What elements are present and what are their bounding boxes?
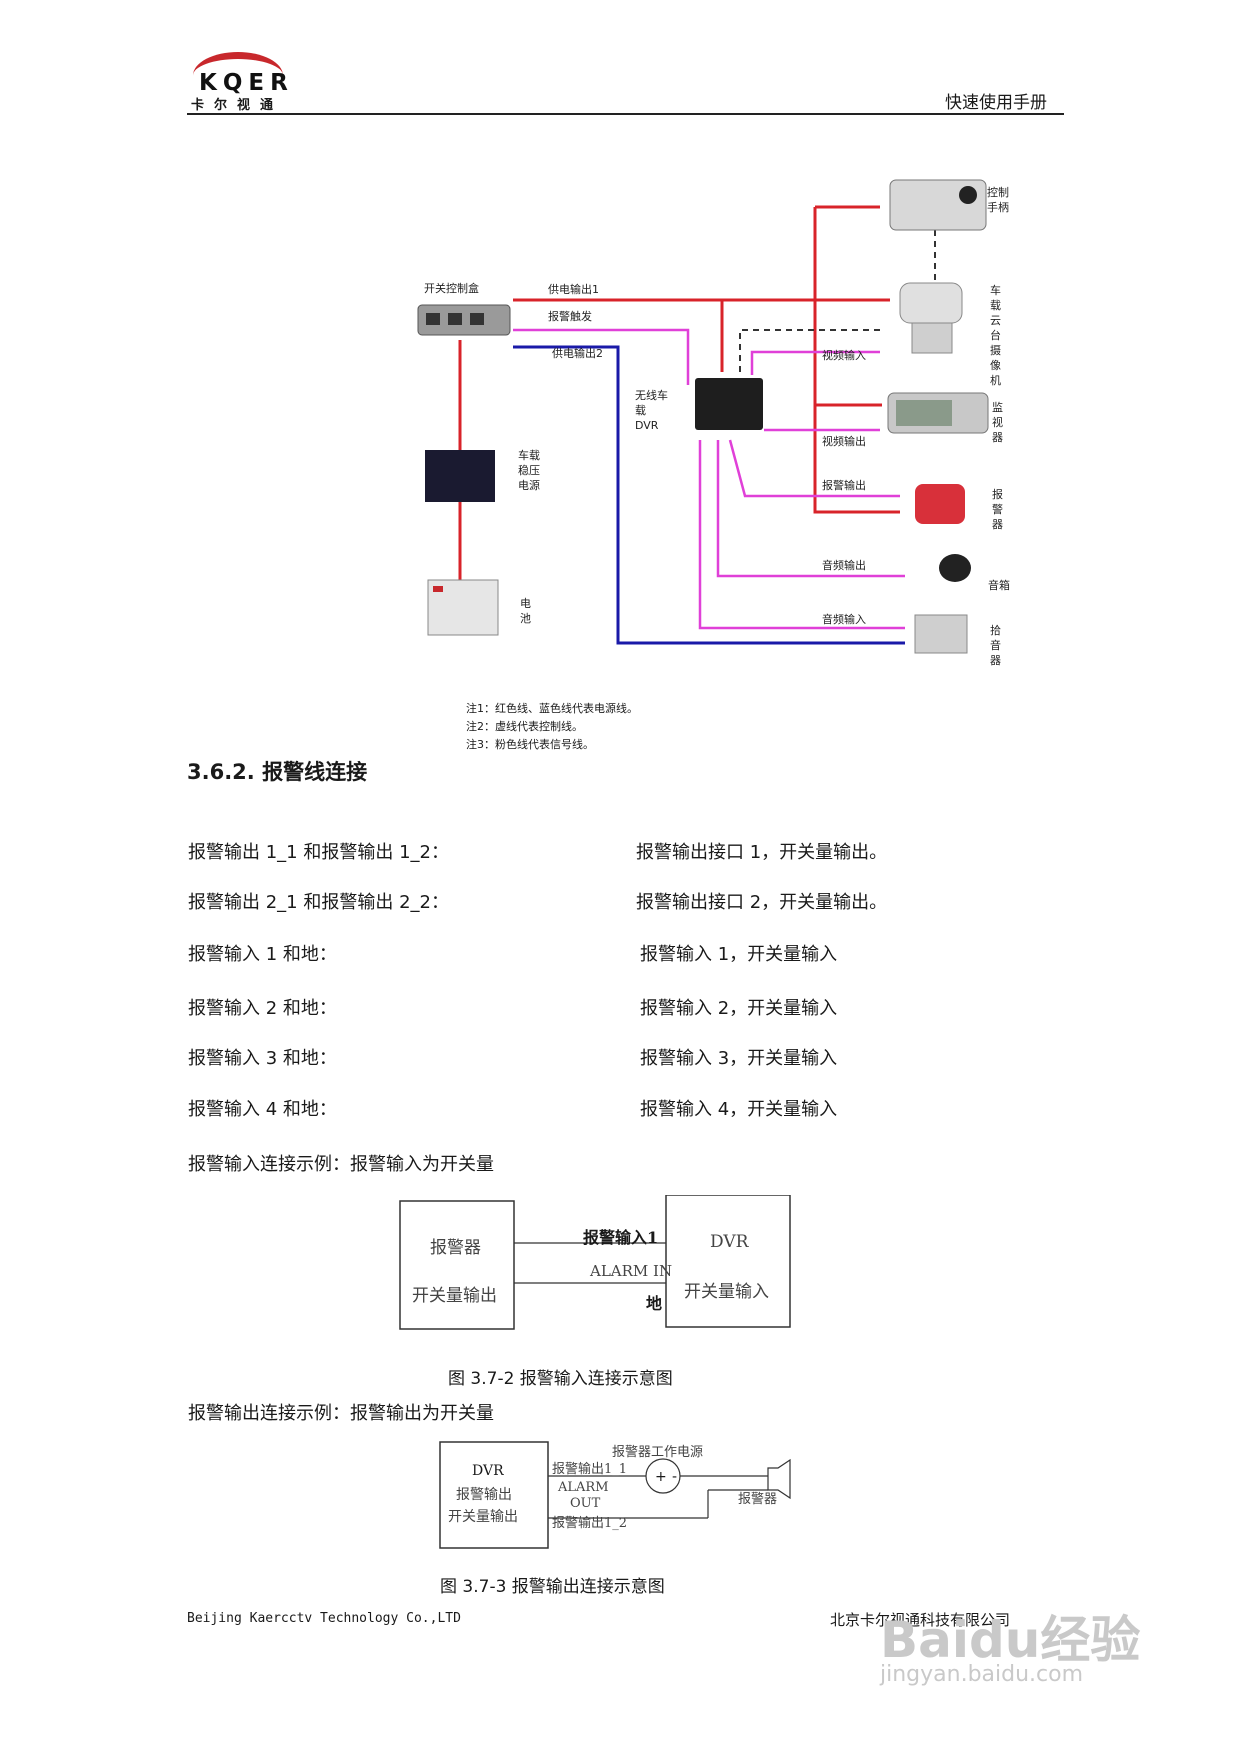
- fig3-out-2: 报警输出1_2: [552, 1516, 628, 1531]
- control-lines: [739, 230, 936, 372]
- note-2: 注2：虚线代表控制线。: [466, 720, 583, 733]
- label-alarm-device: 报警器: [992, 488, 1003, 531]
- watermark-brand: Baidu经验: [880, 1611, 1141, 1669]
- fig3-out-1: 报警输出1_1: [552, 1462, 628, 1477]
- label-video-in: 视频输入: [822, 349, 866, 362]
- fig3-plus-sign: +: [655, 1469, 667, 1485]
- ptz-camera-shape: [899, 282, 963, 324]
- wiring-diagram: [417, 179, 989, 654]
- fig3-out: OUT: [570, 1496, 601, 1511]
- label-battery: 电池: [520, 597, 531, 625]
- fig2-wire-top: 报警输入1: [583, 1228, 659, 1247]
- row-desc-3: 报警输入 1，开关量输入: [640, 944, 838, 965]
- label-control-handle: 控制手柄: [987, 186, 1009, 214]
- label-power-out-2: 供电输出2: [552, 347, 603, 360]
- fig3-power-label: 报警器工作电源: [612, 1445, 704, 1460]
- label-audio-in: 音频输入: [822, 613, 866, 626]
- label-alarm-out: 报警输出: [822, 479, 866, 492]
- label-pickup: 拾音器: [990, 624, 1001, 667]
- fig3-box-line1: DVR: [472, 1463, 504, 1479]
- fig2-caption: 图 3.7-2 报警输入连接示意图: [448, 1369, 673, 1389]
- blue-power-line: [513, 345, 905, 645]
- note-1: 注1：红色线、蓝色线代表电源线。: [466, 702, 638, 715]
- label-speaker: 音箱: [988, 579, 1010, 592]
- speaker-shape: [939, 554, 971, 582]
- regulator-shape: [425, 450, 495, 502]
- label-switch-box: 开关控制盒: [424, 282, 479, 295]
- row-desc-1: 报警输出接口 1，开关量输出。: [636, 842, 888, 863]
- label-audio-out: 音频输出: [822, 559, 866, 572]
- header-divider: [187, 113, 1064, 115]
- fig3-caption: 图 3.7-3 报警输出连接示意图: [440, 1577, 665, 1597]
- section-heading: 3.6.2. 报警线连接: [187, 760, 368, 784]
- manual-title: 快速使用手册: [945, 93, 1047, 113]
- row-desc-2: 报警输出接口 2，开关量输出。: [636, 892, 888, 913]
- label-alarm-trigger: 报警触发: [548, 310, 592, 323]
- fig2-right-title: DVR: [710, 1232, 749, 1252]
- label-ptz-camera: 车载云台摄像机: [990, 284, 1001, 387]
- diagram-notes: 注1：红色线、蓝色线代表电源线。 注2：虚线代表控制线。 注3：粉色线代表信号线…: [466, 700, 638, 754]
- logo-chinese-name: 卡尔视通: [191, 98, 284, 113]
- fig3-box-line3: 开关量输出: [448, 1509, 518, 1525]
- footer-company-en: Beijing Kaercctv Technology Co.,LTD: [187, 1611, 461, 1626]
- input-example-text: 报警输入连接示例：报警输入为开关量: [188, 1154, 494, 1175]
- fig2-right-sub: 开关量输入: [684, 1282, 769, 1302]
- switch-box-shape: [417, 304, 511, 336]
- row-desc-4: 报警输入 2，开关量输入: [640, 998, 838, 1019]
- watermark-url: jingyan.baidu.com: [880, 1662, 1084, 1687]
- alarm-input-diagram: [399, 1195, 791, 1330]
- label-dvr: 无线车载DVR: [635, 389, 668, 432]
- row-label-5: 报警输入 3 和地：: [188, 1048, 337, 1069]
- label-power-out-1: 供电输出1: [548, 283, 599, 296]
- fig3-alarm: ALARM: [558, 1480, 609, 1495]
- footer-company-cn: 北京卡尔视通科技有限公司: [830, 1611, 1011, 1629]
- signal-lines: [513, 328, 905, 630]
- row-label-2: 报警输出 2_1 和报警输出 2_2：: [188, 892, 449, 913]
- row-label-3: 报警输入 1 和地：: [188, 944, 337, 965]
- dvr-shape: [695, 378, 763, 430]
- row-label-4: 报警输入 2 和地：: [188, 998, 337, 1019]
- alarm-output-diagram: [439, 1441, 791, 1549]
- row-desc-5: 报警输入 3，开关量输入: [640, 1048, 838, 1069]
- pickup-shape: [914, 614, 968, 654]
- power-lines: [458, 205, 900, 580]
- alarm-shape: [915, 484, 965, 524]
- fig2-wire-bottom: 地: [646, 1294, 663, 1313]
- row-label-6: 报警输入 4 和地：: [188, 1099, 337, 1120]
- label-regulator: 车载稳压电源: [518, 449, 540, 492]
- label-monitor: 监视器: [992, 401, 1003, 444]
- fig3-minus-sign: -: [672, 1469, 678, 1485]
- logo-brand: KQER: [199, 70, 294, 96]
- fig3-box-line2: 报警输出: [456, 1487, 512, 1503]
- row-desc-6: 报警输入 4，开关量输入: [640, 1099, 838, 1120]
- output-example-text: 报警输出连接示例：报警输出为开关量: [188, 1403, 494, 1424]
- note-3: 注3：粉色线代表信号线。: [466, 738, 594, 751]
- fig2-left-sub: 开关量输出: [412, 1286, 497, 1306]
- row-label-1: 报警输出 1_1 和报警输出 1_2：: [188, 842, 449, 863]
- fig3-alarm-device: 报警器: [738, 1492, 778, 1507]
- company-logo: KQER 卡尔视通: [187, 48, 299, 113]
- fig2-left-title: 报警器: [430, 1238, 481, 1258]
- fig2-wire-mid: ALARM IN: [590, 1262, 673, 1280]
- label-video-out: 视频输出: [822, 435, 866, 448]
